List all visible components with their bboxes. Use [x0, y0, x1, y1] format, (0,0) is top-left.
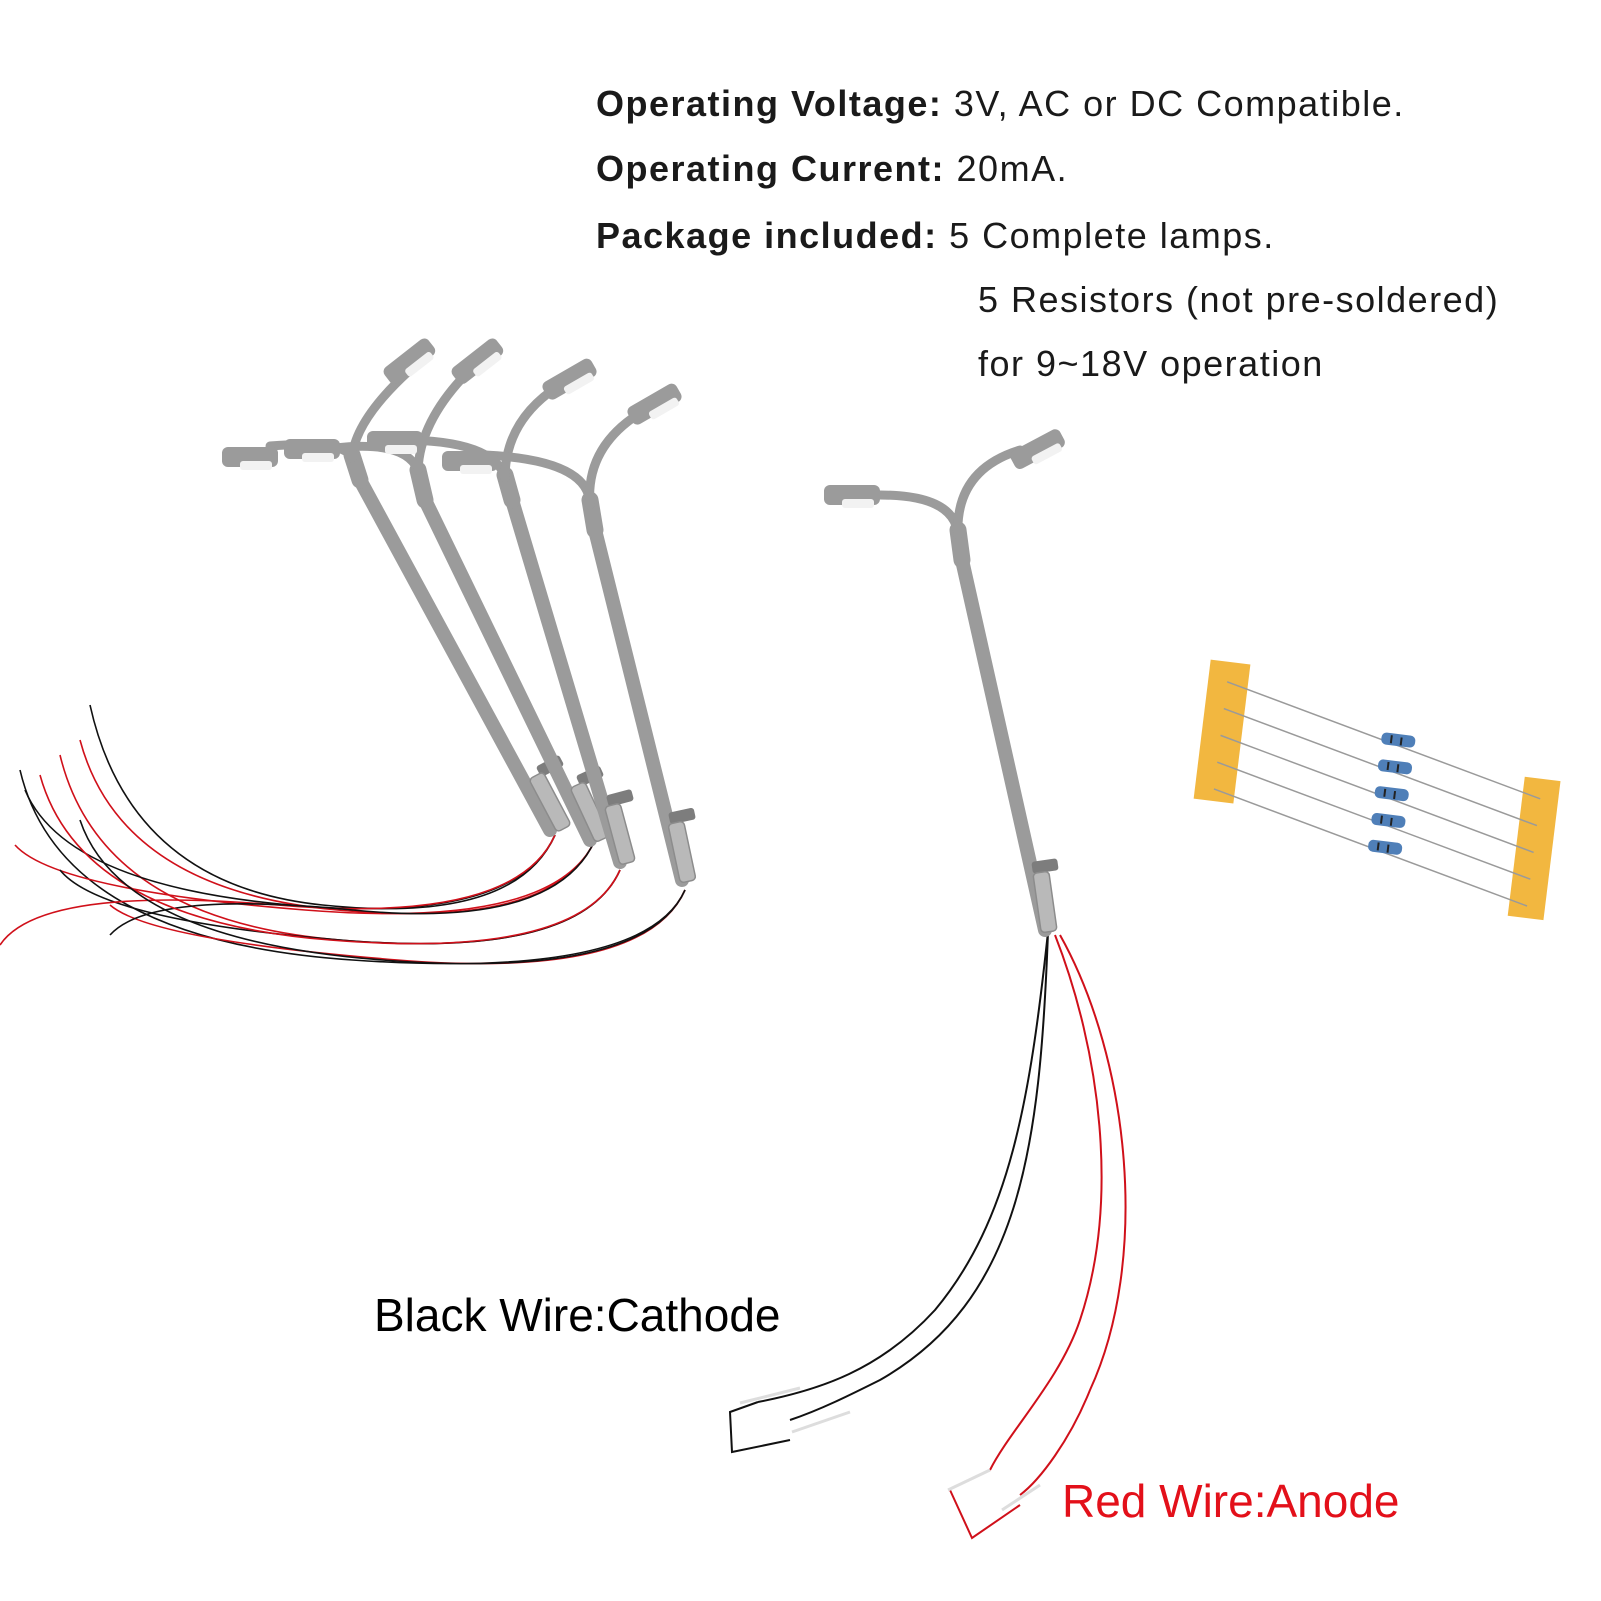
lamp-pole: [418, 493, 597, 847]
lamp-head-body: [383, 338, 436, 384]
lamp-head-light: [563, 372, 594, 395]
bundle-wire: [109, 839, 596, 936]
lamp-collar: [1031, 858, 1059, 874]
bundle-wire: [19, 769, 686, 965]
lamp-head-2: [542, 358, 597, 400]
lamp-collar: [668, 807, 696, 825]
bundle-wire: [79, 739, 596, 915]
package-line-1: 5 Complete lamps.: [949, 215, 1275, 256]
black-wire-ends: [728, 1401, 791, 1454]
lamp-arm-left: [875, 490, 963, 540]
resistor-band: [1386, 761, 1390, 771]
lamp-head-1: [367, 431, 423, 454]
current-label: Operating Current:: [596, 148, 946, 189]
resistor-band: [1386, 844, 1390, 853]
stripped-tips: [947, 1468, 1041, 1512]
lamp-head-body: [1010, 429, 1065, 469]
bundle-wire: [89, 704, 556, 910]
resistor-band: [1393, 790, 1397, 800]
lamp-1: [222, 338, 571, 837]
resistor-band: [1379, 815, 1383, 824]
package-line-2: 5 Resistors (not pre-soldered): [978, 279, 1500, 320]
lamp-head-light: [1031, 443, 1063, 465]
bundle-wire: [39, 774, 621, 945]
lamp-head-light: [473, 352, 502, 377]
bundle-wire: [79, 819, 686, 965]
stripped-tips: [739, 1386, 851, 1434]
lamp-pole: [353, 473, 557, 837]
resistor-band: [1389, 735, 1393, 744]
lamp-head-light: [842, 499, 874, 508]
red-wire-ends: [949, 1489, 1021, 1540]
resistor-band: [1383, 788, 1387, 797]
bundle-wire: [14, 839, 596, 915]
lamp-head-1: [284, 439, 340, 462]
red-wire-callout: Red Wire:Anode: [1062, 1475, 1400, 1527]
lamp-bundle: [0, 338, 697, 965]
resistor-band: [1376, 842, 1380, 851]
lamp-2: [284, 338, 610, 847]
resistor-strip-group: [1193, 659, 1561, 921]
resistor-strip: [1193, 659, 1561, 921]
lamp-sleeve: [1032, 870, 1058, 934]
lamp-head-light: [240, 461, 272, 470]
lamp-head-body: [542, 358, 597, 400]
current-spec: Operating Current: 20mA.: [596, 151, 1068, 187]
tape-right: [1507, 776, 1561, 921]
resistor-band: [1396, 764, 1400, 773]
lamp-head-2: [1010, 429, 1065, 469]
lamp-head-body: [451, 338, 504, 384]
voltage-spec: Operating Voltage: 3V, AC or DC Compatib…: [596, 86, 1405, 122]
lamp-head-2: [451, 338, 504, 384]
lamp-sleeve: [667, 820, 697, 884]
lamp-4: [442, 383, 697, 887]
red-wire: [1019, 934, 1127, 1496]
lamp-pole-upper: [409, 461, 434, 509]
resistor-body: [1377, 759, 1413, 775]
lamp-head-light: [460, 465, 492, 474]
lamp-sleeve: [604, 803, 636, 865]
package-label: Package included:: [596, 215, 938, 256]
lamp-collar: [606, 789, 634, 807]
lamp-pole: [588, 523, 689, 887]
single-lamp: [728, 429, 1127, 1540]
black-wire: [757, 931, 1049, 1403]
lamp-head-1: [442, 451, 498, 474]
lamp-head-body: [627, 383, 682, 425]
current-value: 20mA.: [956, 148, 1069, 189]
tape-left: [1193, 659, 1251, 804]
black-wire-callout: Black Wire:Cathode: [374, 1289, 781, 1341]
resistor-body: [1368, 839, 1403, 855]
lamp-head-light: [302, 453, 334, 462]
bundle-wires: [0, 704, 686, 965]
package-line-3: for 9~18V operation: [978, 343, 1324, 384]
lamp-head-light: [648, 397, 679, 420]
voltage-value: 3V, AC or DC Compatible.: [953, 83, 1405, 124]
resistor-body: [1381, 732, 1416, 748]
lamp-head-1: [824, 485, 880, 508]
lamp-head-2: [627, 383, 682, 425]
lamp-pole: [955, 553, 1052, 937]
single-lamp-wires: [728, 931, 1127, 1540]
lamp-head-light: [385, 445, 417, 454]
lamp-head-light: [405, 352, 434, 377]
resistor-body: [1374, 786, 1409, 802]
voltage-label: Operating Voltage:: [596, 83, 943, 124]
package-spec: Package included: 5 Complete lamps.: [596, 218, 1275, 254]
black-wire: [789, 931, 1049, 1421]
resistor-body: [1371, 813, 1406, 828]
red-wire: [989, 934, 1103, 1471]
lamp-3: [367, 358, 636, 869]
lamp-pole: [505, 493, 627, 869]
lamp-arm-right: [953, 445, 1025, 540]
resistor-band: [1399, 737, 1403, 746]
lamp-head-1: [222, 447, 278, 470]
lamp-single: [824, 429, 1065, 937]
resistor-band: [1389, 817, 1393, 826]
lamp-head-2: [383, 338, 436, 384]
lamp-sleeve: [529, 772, 571, 832]
